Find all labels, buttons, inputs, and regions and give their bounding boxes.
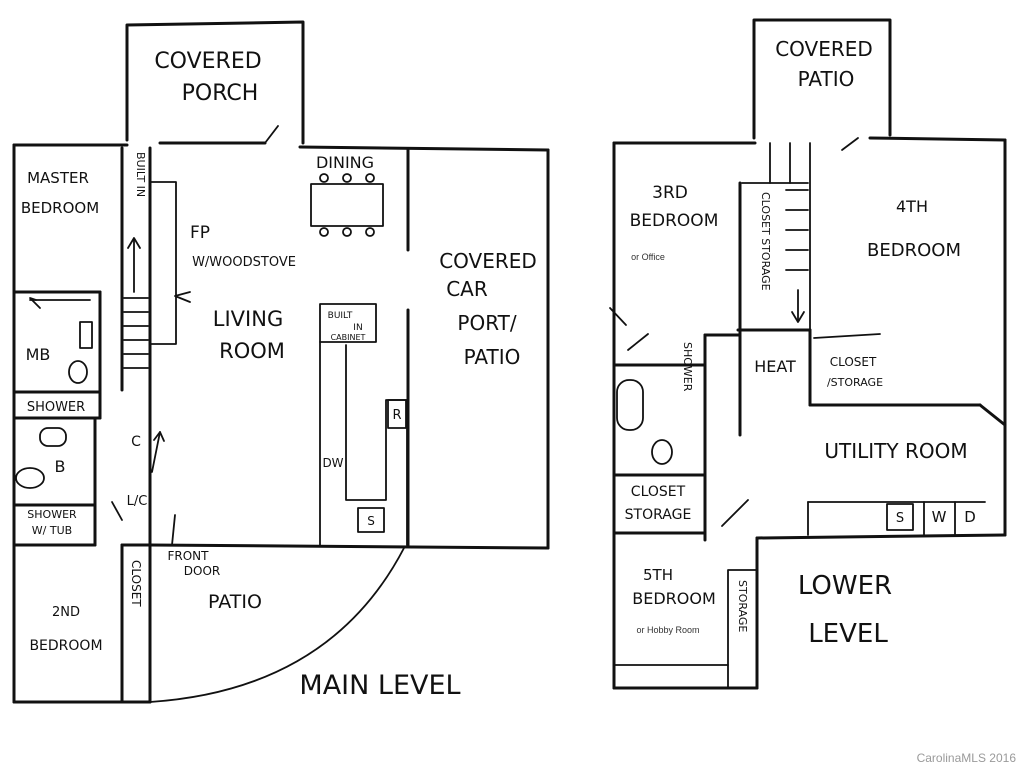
fourth-bedroom-label-1: 4TH <box>896 197 928 216</box>
fireplace-label-2: W/WOODSTOVE <box>192 255 296 270</box>
b-label: B <box>55 457 66 476</box>
lower-level-labels: COVERED PATIO 3RD BEDROOM or Office CLOS… <box>625 37 976 649</box>
main-level-title: MAIN LEVEL <box>299 670 460 701</box>
fifth-bedroom-label-2: BEDROOM <box>632 589 716 608</box>
covered-patio-label-2: PATIO <box>798 67 855 91</box>
shower-tub-label-1: SHOWER <box>27 508 77 521</box>
c-label: C <box>131 434 141 450</box>
mb-label: MB <box>26 345 51 364</box>
closet-label: CLOSET <box>129 560 143 607</box>
carport-label-2: CAR <box>446 277 488 301</box>
covered-patio-label-1: COVERED <box>775 37 873 61</box>
main-level-labels: COVERED PORCH DINING MASTER BEDROOM BUIL… <box>21 49 537 701</box>
shower-label: SHOWER <box>27 400 85 415</box>
fifth-bedroom-note: or Hobby Room <box>636 625 699 635</box>
lc-label: L/C <box>127 494 148 509</box>
lower-level-title-1: LOWER <box>798 571 892 601</box>
front-door-label-2: DOOR <box>184 564 220 578</box>
third-bedroom-label-1: 3RD <box>652 183 688 203</box>
carport-label-4: PATIO <box>464 345 521 369</box>
closet-storage-vertical-label: CLOSET STORAGE <box>759 192 772 291</box>
dryer-label: D <box>964 508 976 526</box>
closet-storage-label-1: CLOSET <box>830 355 877 369</box>
washer-label: W <box>932 508 947 526</box>
built-in-cabinet-label-1: BUILT <box>328 311 353 321</box>
master-bedroom-label-2: BEDROOM <box>21 199 99 217</box>
fourth-bedroom-label-2: BEDROOM <box>867 240 961 261</box>
shower-label-lower: SHOWER <box>681 342 694 392</box>
covered-porch-label-1: COVERED <box>154 49 261 74</box>
fireplace-label-1: FP <box>190 223 210 243</box>
watermark: CarolinaMLS 2016 <box>917 751 1017 765</box>
living-label-1: LIVING <box>213 307 283 331</box>
closet-storage-2-label-1: CLOSET <box>631 484 686 500</box>
lower-level-walls <box>609 18 1007 690</box>
built-in-cabinet-label-2: IN <box>353 323 362 333</box>
patio-label: PATIO <box>208 591 262 613</box>
dining-label: DINING <box>316 153 374 172</box>
front-door-label-1: FRONT <box>168 549 210 563</box>
second-bedroom-label-1: 2ND <box>52 605 80 620</box>
built-in-left-label: BUILT IN <box>134 152 147 197</box>
main-level-walls <box>12 20 550 704</box>
living-label-2: ROOM <box>219 339 285 363</box>
storage-label: STORAGE <box>736 580 749 632</box>
carport-label-1: COVERED <box>439 249 537 273</box>
dw-label: DW <box>322 456 343 470</box>
shower-tub-label-2: W/ TUB <box>32 524 72 537</box>
carport-label-3: PORT/ <box>457 311 516 335</box>
lower-level-title-2: LEVEL <box>808 619 888 649</box>
closet-storage-label-2: /STORAGE <box>827 376 883 389</box>
second-bedroom-label-2: BEDROOM <box>29 638 102 654</box>
third-bedroom-note: or Office <box>631 252 665 262</box>
utility-room-label: UTILITY ROOM <box>824 439 967 463</box>
built-in-cabinet-label-3: CABINET <box>331 333 366 342</box>
r-label: R <box>392 408 401 423</box>
s-label: S <box>367 514 375 528</box>
fifth-bedroom-label-1: 5TH <box>643 566 673 584</box>
heat-label: HEAT <box>754 357 796 376</box>
master-bedroom-label-1: MASTER <box>27 169 89 187</box>
third-bedroom-label-2: BEDROOM <box>630 211 719 231</box>
closet-storage-2-label-2: STORAGE <box>625 507 692 523</box>
sink-label: S <box>896 511 904 526</box>
covered-porch-label-2: PORCH <box>182 81 259 106</box>
